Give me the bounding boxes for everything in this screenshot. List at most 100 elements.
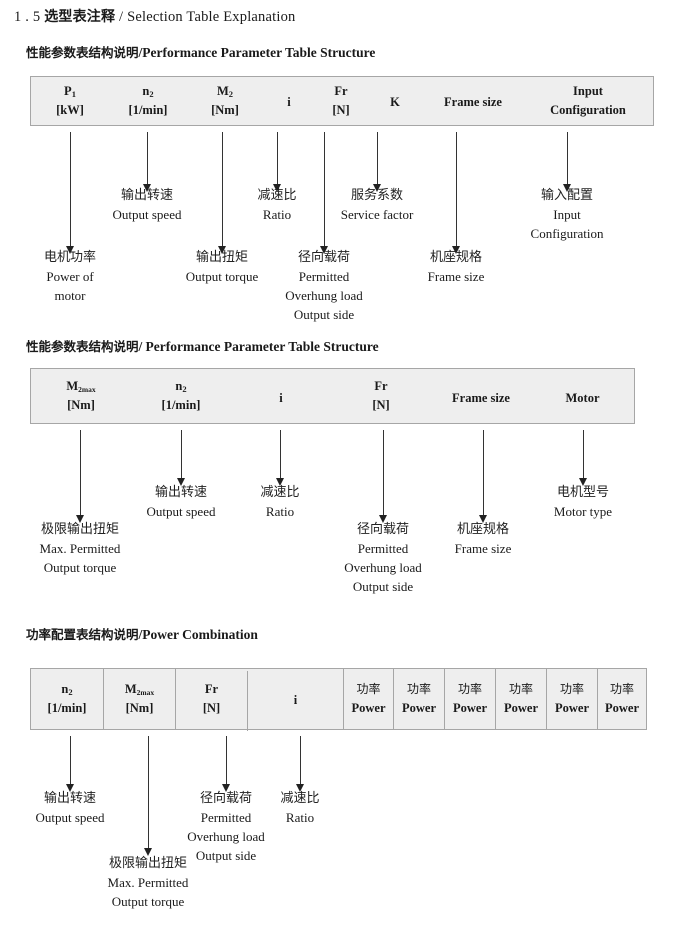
table-column-header: M2max [Nm] xyxy=(103,669,175,729)
page-title: 1 . 5 选型表注释 / Selection Table Explanatio… xyxy=(14,6,296,26)
note-label-en-1: Ratio xyxy=(265,503,295,519)
note-label-en-1: Permitted xyxy=(357,540,409,556)
section-2-heading-separator: / xyxy=(138,339,143,354)
note-label-en-2: Configuration xyxy=(530,225,604,241)
note-label-en-1: Permitted xyxy=(298,268,350,284)
note-label-en-1: Output torque xyxy=(185,268,259,284)
section-3-heading: 功率配置表结构说明/Power Combination xyxy=(26,624,258,643)
column-symbol: M2max xyxy=(124,681,155,697)
note-label-cn: 极限输出扭矩 xyxy=(108,856,188,871)
note-label-en-2: Overhung load xyxy=(187,828,265,844)
note-label-en-2: Output torque xyxy=(111,893,185,909)
column-symbol: Fr xyxy=(204,681,219,696)
section-3-heading-english: Power Combination xyxy=(142,627,258,642)
column-symbol: M2max xyxy=(66,378,96,394)
column-symbol: 功率 xyxy=(457,682,482,697)
note-label-cn: 径向载荷 xyxy=(356,522,409,537)
column-unit: [Nm] xyxy=(125,701,154,715)
note-frame-size: 机座规格 Frame size xyxy=(428,249,485,287)
section-2-heading-english: Performance Parameter Table Structure xyxy=(145,339,379,354)
column-symbol: i xyxy=(287,95,291,110)
note-label-cn: 输出转速 xyxy=(154,485,207,500)
column-unit: Power xyxy=(351,700,386,715)
note-label-cn: 输出转速 xyxy=(120,188,173,203)
table-column-header: n2 [1/min] xyxy=(31,669,103,729)
note-service-factor: 服务系数 Service factor xyxy=(341,187,414,225)
column-symbol: i xyxy=(293,693,298,708)
note-label-en-1: Output speed xyxy=(146,503,216,519)
note-label-en-3: Output side xyxy=(293,306,355,322)
column-symbol: 功率 xyxy=(609,682,634,697)
note-label-en-2: Overhung load xyxy=(344,559,422,575)
table-column-header: Fr [N] xyxy=(175,669,247,729)
note-label-cn: 机座规格 xyxy=(456,522,510,537)
column-unit: Power xyxy=(401,700,436,715)
note-label-cn: 机座规格 xyxy=(429,250,483,265)
note-label-cn: 输出扭矩 xyxy=(195,250,249,265)
note-label-cn: 服务系数 xyxy=(350,188,404,203)
table-column-header: i xyxy=(263,79,315,127)
note-label-cn: 径向载荷 xyxy=(199,791,252,806)
column-unit: [1/min] xyxy=(128,103,168,117)
table-column-header: P1 [kW] xyxy=(31,77,109,125)
column-symbol: n2 xyxy=(142,83,154,99)
note-label-cn: 减速比 xyxy=(257,188,297,203)
note-label-cn: 减速比 xyxy=(260,485,300,500)
column-symbol: 功率 xyxy=(356,682,381,697)
note-output-speed-2: 输出转速 Output speed xyxy=(147,484,216,522)
note-label-en-1: Input xyxy=(553,206,581,222)
note-label-cn: 减速比 xyxy=(280,791,320,806)
note-label-en-1: Power of xyxy=(46,268,94,284)
table-column-header: n2[1/min] xyxy=(131,369,231,423)
section-2-heading: 性能参数表结构说明/ Performance Parameter Table S… xyxy=(26,336,379,355)
note-motor-type: 电机型号 Motor type xyxy=(554,484,612,522)
column-unit: [Nm] xyxy=(67,398,95,412)
note-overhung-load-3: 径向载荷 Permitted Overhung load Output side xyxy=(187,790,265,865)
column-unit: [1/min] xyxy=(47,701,87,715)
column-symbol: n2 xyxy=(61,681,73,697)
column-unit: [N] xyxy=(202,701,221,715)
column-unit: [N] xyxy=(332,103,350,117)
column-symbol: P1 xyxy=(64,83,76,99)
note-power-of-motor: 电机功率 Power of motor xyxy=(44,249,96,306)
column-symbol: K xyxy=(390,95,400,110)
note-label-en-2: Output torque xyxy=(43,559,117,575)
section-1-heading: 性能参数表结构说明/Performance Parameter Table St… xyxy=(26,42,375,61)
note-label-cn: 径向载荷 xyxy=(297,250,350,265)
section-1-heading-english: Performance Parameter Table Structure xyxy=(142,45,376,60)
column-unit: Power xyxy=(452,700,487,715)
note-label-en-1: Output speed xyxy=(112,206,182,222)
table-column-header: i xyxy=(247,671,343,731)
note-output-torque: 输出扭矩 Output torque xyxy=(186,249,259,287)
column-unit: [1/min] xyxy=(161,398,201,412)
column-unit: [kW] xyxy=(56,103,84,117)
table-column-header: M2 [Nm] xyxy=(187,77,263,125)
page-title-english: Selection Table Explanation xyxy=(127,9,296,25)
note-label-en-1: Max. Permitted xyxy=(107,874,189,890)
note-label-en-1: Frame size xyxy=(454,540,512,556)
note-label-en-1: Max. Permitted xyxy=(39,540,121,556)
page-title-number: 1 . 5 xyxy=(14,9,41,25)
table-column-header: Fr[N] xyxy=(331,369,431,423)
note-label-cn: 输出转速 xyxy=(43,791,96,806)
column-symbol: M2 xyxy=(216,83,234,99)
column-symbol: Fr xyxy=(334,83,348,98)
note-overhung-load-2: 径向载荷 Permitted Overhung load Output side xyxy=(344,521,422,596)
section-1-heading-chinese: 性能参数表结构说明 xyxy=(26,45,139,60)
column-symbol: Motor xyxy=(565,391,600,406)
column-unit: [Nm] xyxy=(211,103,239,117)
column-symbol: i xyxy=(279,391,283,406)
note-label-en-1: Ratio xyxy=(262,206,292,222)
note-label-en-3: Output side xyxy=(352,578,414,594)
table-column-header: 功率 Power xyxy=(444,669,495,729)
note-label-cn: 极限输出扭矩 xyxy=(40,522,120,537)
note-output-speed: 输出转速 Output speed xyxy=(113,187,182,225)
note-overhung-load: 径向载荷 Permitted Overhung load Output side xyxy=(285,249,363,324)
column-unit: [N] xyxy=(372,398,390,412)
column-unit: Configuration xyxy=(550,103,626,117)
